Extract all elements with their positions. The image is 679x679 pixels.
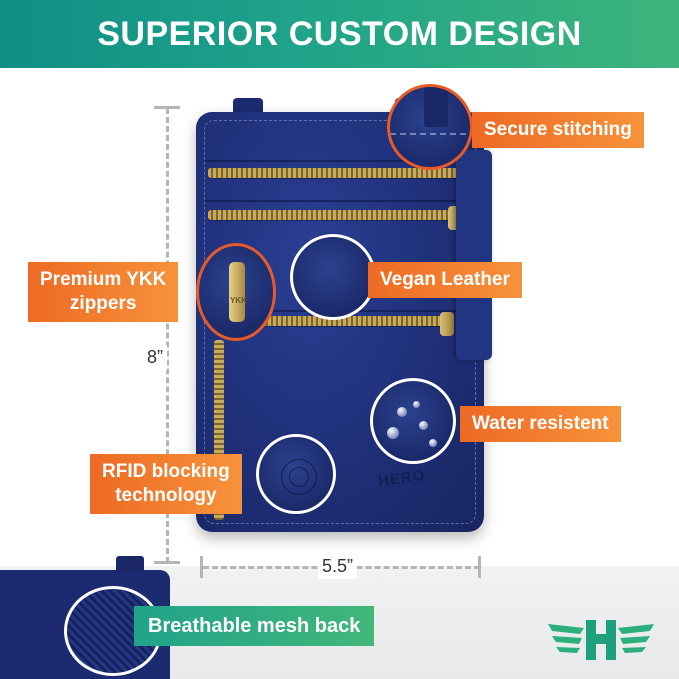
pocket-seam-1 [205,160,467,162]
water-drop [397,407,407,417]
width-dimension-label: 5.5” [318,554,358,579]
stitching-label: Secure stitching [472,112,644,148]
rfid-emblem-icon [281,459,317,495]
mesh-detail-circle [64,586,162,676]
leather-label: Vegan Leather [368,262,522,298]
water-detail-circle [370,378,456,464]
zipper-detail-circle: YKK [196,243,276,341]
water-drop [429,439,437,447]
page-title: SUPERIOR CUSTOM DESIGN [97,14,582,53]
rfid-label-line1: RFID blocking [102,461,230,482]
vertical-zipper [214,340,224,520]
height-dimension-cap-bottom [154,561,180,564]
width-dimension-cap-right [478,556,481,578]
header-banner: SUPERIOR CUSTOM DESIGN [0,0,679,68]
zipper-pull-closeup [229,262,245,322]
height-dimension-cap-top [154,106,180,109]
water-drop [387,427,399,439]
height-dimension-label: 8” [143,345,168,370]
zipper-brand-mark: YKK [230,296,247,305]
water-label: Water resistent [460,406,621,442]
zipper-3 [228,316,450,326]
pocket-seam-2 [205,200,467,202]
leather-detail-circle [290,234,376,320]
brand-logo-icon [548,620,654,660]
zippers-label-line2: zippers [69,293,137,314]
zipper-2 [208,210,460,220]
water-drop [419,421,428,430]
side-flap [456,150,492,360]
zipper-1 [208,168,478,178]
zipper-pull-3 [440,312,454,336]
rfid-label: RFID blocking technology [90,454,242,514]
stitching-detail-circle [387,84,473,170]
rfid-label-line2: technology [115,485,217,506]
rfid-detail-circle [256,434,336,514]
zippers-label-line1: Premium YKK [40,269,167,290]
zippers-label: Premium YKK zippers [28,262,179,322]
width-dimension-cap-left [200,556,203,578]
height-dimension-line [166,108,169,563]
water-drop [413,401,420,408]
mesh-label: Breathable mesh back [134,606,375,646]
